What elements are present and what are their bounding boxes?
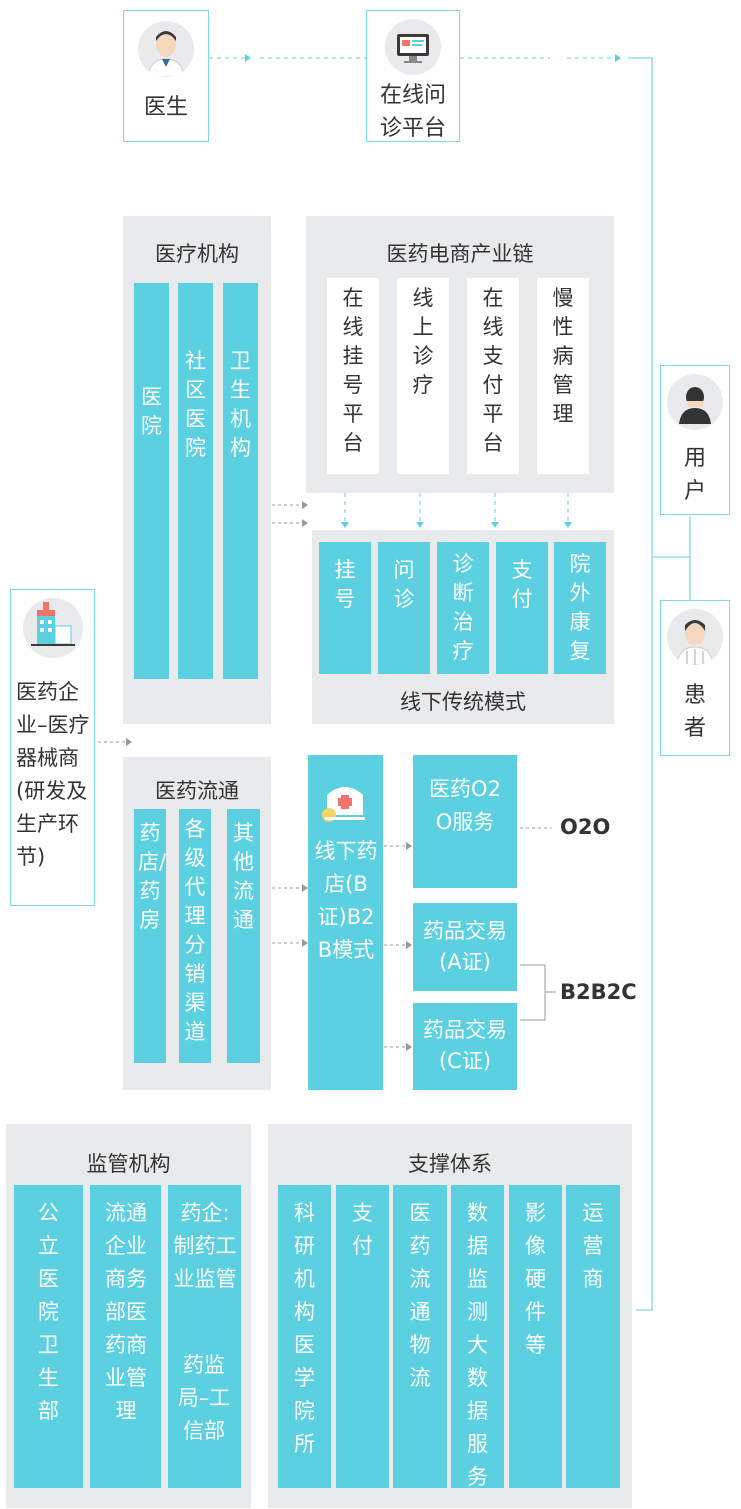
distribution-item-other: 其他流通 xyxy=(227,809,260,1063)
user-avatar-icon xyxy=(667,374,723,430)
online-platform-label: 在线问诊平台 xyxy=(379,83,446,141)
support-item-data: 数据监测大数据服务 xyxy=(451,1185,504,1489)
pharma-distribution-panel: 医药流通 药店/药房 各级代理分销渠道 其他流通 xyxy=(123,757,271,1090)
support-item-research: 科研机构医学院所 xyxy=(278,1185,331,1488)
support-item-logistics: 医药流通物流 xyxy=(393,1185,447,1488)
support-item-payment: 支付 xyxy=(336,1185,389,1488)
regulator-col-pharma-label-a: 药企:制药工业监管 xyxy=(173,1201,237,1291)
support-item-operator: 运营商 xyxy=(566,1185,620,1488)
support-panel: 支撑体系 科研机构医学院所 支付 医药流通物流 数据监测大数据服务 影像硬件等 … xyxy=(268,1124,632,1508)
support-title: 支撑体系 xyxy=(408,1152,492,1176)
distribution-item-pharmacy: 药店/药房 xyxy=(134,809,166,1063)
pharma-company-label: 医药企业–医疗器械商(研发及生产环节) xyxy=(16,680,90,869)
offline-traditional-panel: 挂号 问诊 诊断治疗 支付 院外康复 线下传统模式 xyxy=(312,530,614,724)
medical-institution-panel: 医疗机构 医院 社区医院 卫生机构 xyxy=(123,216,271,724)
medical-institution-title: 医疗机构 xyxy=(155,242,239,266)
institution-item-community-hospital: 社区医院 xyxy=(178,283,213,679)
offline-pharmacy-label: 线下药店(B证)B2B模式 xyxy=(314,839,378,962)
chain-item-online-registration: 在线挂号平台 xyxy=(327,278,379,474)
doctor-node: 医生 xyxy=(123,10,209,142)
ecommerce-chain-panel: 医药电商产业链 在线挂号平台 线上诊疗 在线支付平台 慢性病管理 xyxy=(306,216,614,493)
online-platform-node: 在线问诊平台 xyxy=(366,10,460,142)
regulator-col-health: 公立医院卫生部 xyxy=(14,1185,83,1488)
ecommerce-chain-title: 医药电商产业链 xyxy=(386,242,534,266)
offline-traditional-title: 线下传统模式 xyxy=(400,690,526,714)
pharmacy-icon xyxy=(319,775,371,827)
b2b2c-tag: B2B2C xyxy=(560,980,637,1004)
o2o-tag: O2O xyxy=(560,815,611,839)
building-icon xyxy=(23,598,83,658)
patient-label: 患者 xyxy=(683,683,706,741)
doctor-label: 医生 xyxy=(143,95,188,120)
drug-trade-c-label: 药品交易(C证) xyxy=(423,1018,507,1073)
regulator-title: 监管机构 xyxy=(86,1152,171,1176)
pharma-distribution-title: 医药流通 xyxy=(155,779,239,803)
offline-pharmacy-node: 线下药店(B证)B2B模式 xyxy=(308,755,383,1090)
offline-item-payment: 支付 xyxy=(496,542,548,674)
o2o-service-label: 医药O2O服务 xyxy=(429,777,501,834)
institution-item-hospital: 医院 xyxy=(134,283,169,679)
drug-trade-a-label: 药品交易(A证) xyxy=(423,919,507,974)
regulator-col-commerce: 流通企业商务部医药商业管理 xyxy=(90,1185,161,1488)
offline-item-registration: 挂号 xyxy=(319,542,371,674)
o2o-service-node: 医药O2O服务 xyxy=(413,755,517,888)
drug-trade-c-node: 药品交易(C证) xyxy=(413,1003,517,1090)
regulator-col-pharma: 药企:制药工业监管 药监局–工信部 xyxy=(168,1185,241,1488)
doctor-avatar-icon xyxy=(138,21,194,77)
chain-item-online-payment: 在线支付平台 xyxy=(467,278,519,474)
drug-trade-a-node: 药品交易(A证) xyxy=(413,903,517,991)
offline-item-consultation: 问诊 xyxy=(378,542,430,674)
user-node: 用户 xyxy=(660,365,730,515)
chain-item-online-diagnosis: 线上诊疗 xyxy=(397,278,449,474)
regulator-col-commerce-label: 流通企业商务部医药商业管理 xyxy=(105,1201,147,1423)
regulator-col-pharma-label-b: 药监局–工信部 xyxy=(177,1353,231,1443)
distribution-item-agents: 各级代理分销渠道 xyxy=(179,809,211,1063)
patient-avatar-icon xyxy=(667,609,723,665)
offline-item-diagnosis-treatment: 诊断治疗 xyxy=(437,542,489,674)
support-item-imaging: 影像硬件等 xyxy=(509,1185,562,1488)
regulator-panel: 监管机构 公立医院卫生部 流通企业商务部医药商业管理 药企:制药工业监管 药监局… xyxy=(6,1124,251,1508)
chain-item-chronic-management: 慢性病管理 xyxy=(537,278,589,474)
computer-icon xyxy=(385,19,441,75)
patient-node: 患者 xyxy=(660,600,730,756)
offline-item-rehabilitation: 院外康复 xyxy=(554,542,606,674)
user-label: 用户 xyxy=(683,446,706,504)
institution-item-health-org: 卫生机构 xyxy=(223,283,258,679)
pharma-company-node: 医药企业–医疗器械商(研发及生产环节) xyxy=(10,589,95,906)
